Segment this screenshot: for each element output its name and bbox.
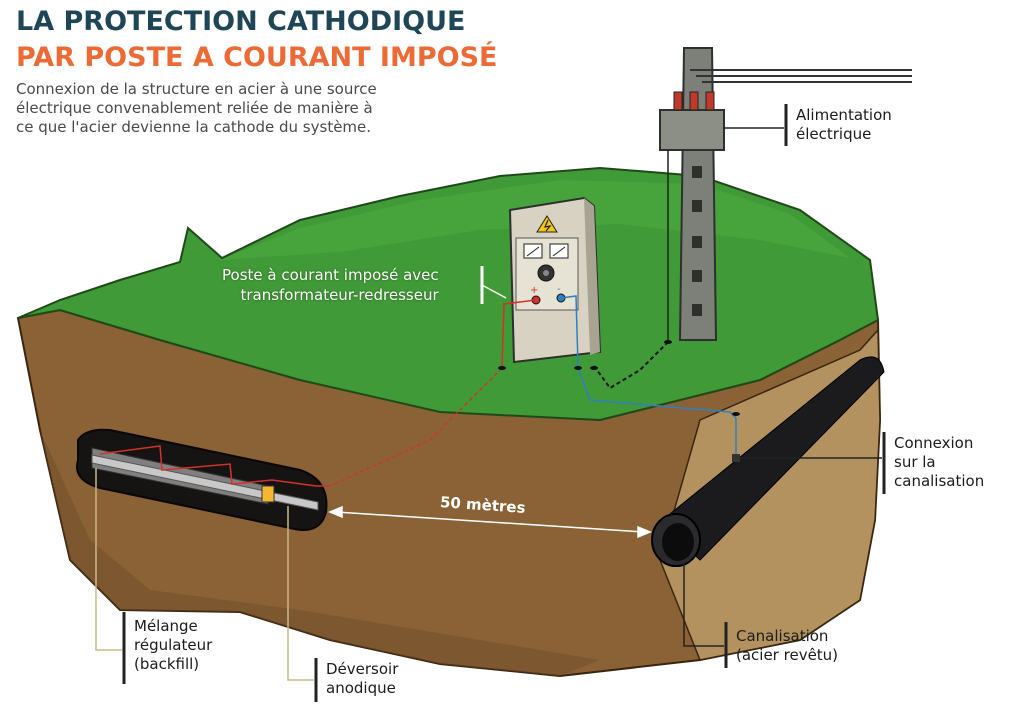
label-canalisation-line-2: (acier revêtu) bbox=[736, 646, 839, 664]
anode-cap bbox=[261, 485, 275, 503]
label-canalisation-line-1: Canalisation bbox=[736, 627, 829, 645]
meter-icon bbox=[523, 243, 569, 259]
label-deversoir: Déversoir anodique bbox=[326, 660, 398, 698]
transformer-insulators bbox=[673, 91, 715, 111]
negative-cable-surface bbox=[560, 295, 579, 367]
plus-sign: + bbox=[530, 285, 538, 296]
anode-cable bbox=[99, 445, 330, 487]
dial-knob-icon bbox=[537, 264, 555, 282]
label-deversoir-line-1: Déversoir bbox=[326, 660, 399, 678]
distance-arrow bbox=[328, 505, 652, 539]
ground-cable bbox=[593, 341, 669, 390]
label-poste-line-2: transformateur-redresseur bbox=[240, 286, 439, 304]
grass-surface bbox=[17, 166, 880, 422]
label-alimentation: Alimentation électrique bbox=[796, 106, 892, 144]
cable-entry-points bbox=[498, 340, 740, 416]
description: Connexion de la structure en acier à une… bbox=[16, 80, 486, 137]
description-line-2: électrique convenablement reliée de mani… bbox=[16, 99, 373, 117]
label-alimentation-line-1: Alimentation bbox=[796, 106, 892, 124]
transformer bbox=[659, 109, 725, 151]
positive-cable-underground bbox=[329, 367, 503, 487]
label-poste-line-1: Poste à courant imposé avec bbox=[222, 266, 439, 284]
cabinet-side bbox=[584, 198, 600, 355]
callout-leaders bbox=[95, 104, 886, 702]
pole-holes bbox=[692, 166, 702, 316]
label-melange: Mélange régulateur (backfill) bbox=[134, 617, 212, 674]
label-canalisation: Canalisation (acier revêtu) bbox=[736, 627, 838, 665]
positive-cable-surface bbox=[501, 299, 537, 367]
soil-shading bbox=[40, 430, 600, 676]
label-melange-line-3: (backfill) bbox=[134, 655, 200, 673]
label-deversoir-line-2: anodique bbox=[326, 679, 396, 697]
label-connexion-line-1: Connexion bbox=[894, 434, 974, 452]
power-lines bbox=[690, 69, 912, 83]
description-line-3: ce que l'acier devienne la cathode du sy… bbox=[16, 118, 372, 136]
minus-sign: - bbox=[557, 284, 561, 295]
label-connexion-line-3: canalisation bbox=[894, 472, 985, 490]
label-melange-line-1: Mélange bbox=[134, 617, 198, 635]
description-line-1: Connexion de la structure en acier à une… bbox=[16, 80, 377, 98]
label-connexion: Connexion sur la canalisation bbox=[894, 434, 984, 491]
label-poste: Poste à courant imposé avec transformate… bbox=[222, 265, 439, 305]
title-line-1: LA PROTECTION CATHODIQUE bbox=[16, 6, 466, 37]
pipe-inner bbox=[662, 523, 694, 561]
label-connexion-line-2: sur la bbox=[894, 453, 936, 471]
pipe-connection bbox=[732, 454, 740, 462]
label-alimentation-line-2: électrique bbox=[796, 125, 872, 143]
high-voltage-warning-icon bbox=[536, 215, 558, 233]
label-melange-line-2: régulateur bbox=[134, 636, 213, 654]
title-line-2: PAR POSTE A COURANT IMPOSÉ bbox=[16, 42, 498, 73]
